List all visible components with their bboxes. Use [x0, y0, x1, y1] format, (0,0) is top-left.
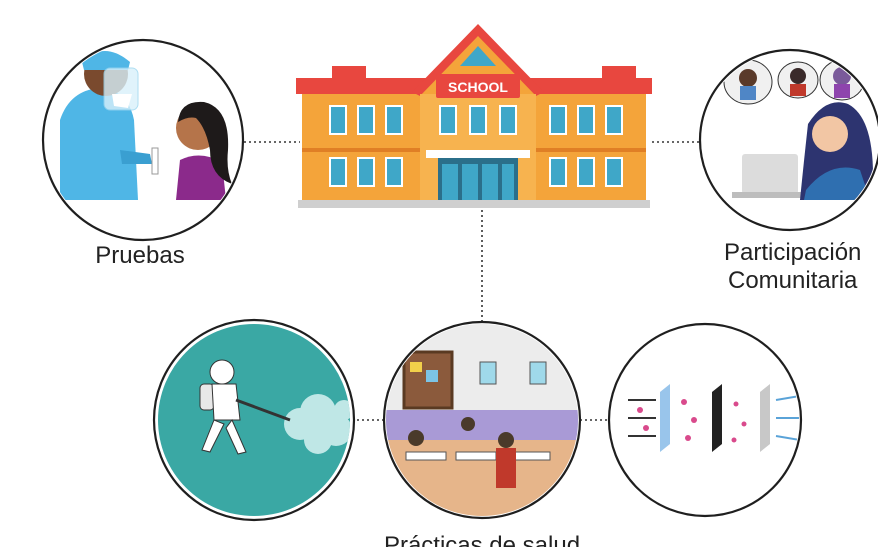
- connectors: [244, 141, 705, 421]
- covid-test-icon: [41, 38, 245, 242]
- classroom-icon: [382, 320, 582, 520]
- label-pruebas: Pruebas: [95, 242, 184, 269]
- school-building-icon: SCHOOL: [296, 24, 652, 208]
- community-participation-icon: [698, 48, 878, 232]
- label-participacion: Participación Comunitaria: [724, 239, 861, 295]
- school-sign-text: SCHOOL: [448, 79, 508, 95]
- air-filter-icon: [607, 322, 803, 518]
- label-participacion-line1: Participación: [724, 239, 862, 266]
- disinfection-spray-icon: [152, 318, 356, 522]
- label-practicas: Prácticas de salud: [384, 532, 580, 547]
- label-participacion-line2: Comunitaria: [728, 267, 858, 294]
